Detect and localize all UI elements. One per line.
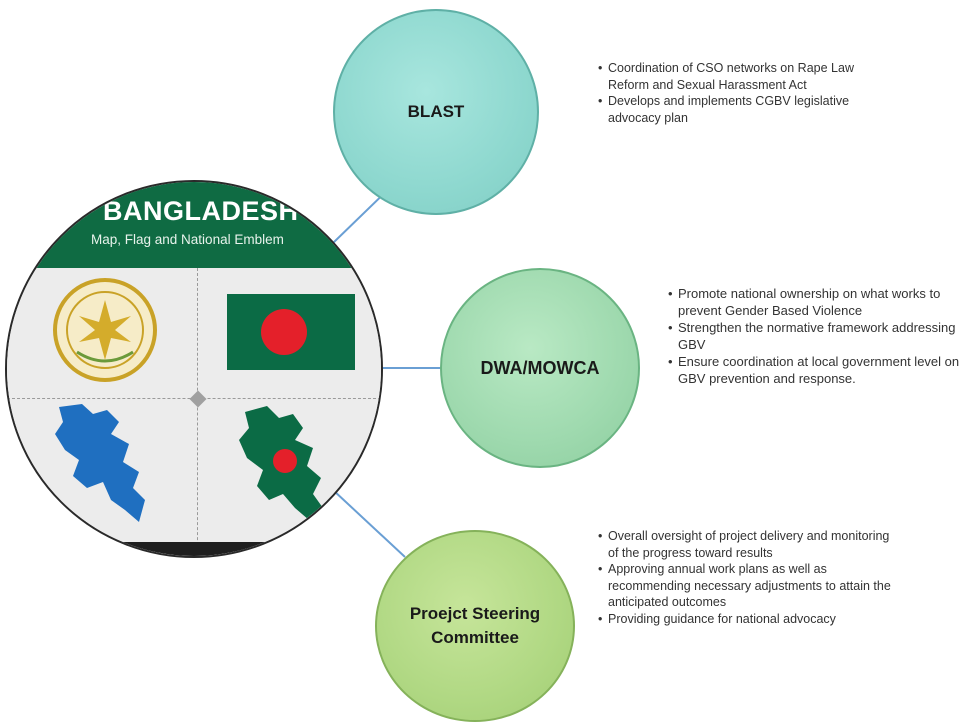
- bullet-item: Promote national ownership on what works…: [668, 285, 963, 319]
- image-subtitle: Map, Flag and National Emblem: [91, 232, 284, 247]
- blast-bullet-list: Coordination of CSO networks on Rape Law…: [598, 60, 868, 126]
- image-header: BANGLADESH Map, Flag and National Emblem: [7, 182, 381, 268]
- bullet-item: Coordination of CSO networks on Rape Law…: [598, 60, 868, 93]
- node-project-steering-committee: Proejct Steering Committee: [375, 530, 575, 722]
- node-blast: BLAST: [333, 9, 539, 215]
- bangladesh-image: BANGLADESH Map, Flag and National Emblem: [5, 180, 383, 558]
- bullet-item: Ensure coordination at local government …: [668, 353, 963, 387]
- image-artwork: [53, 278, 355, 522]
- bullet-item: Develops and implements CGBV legislative…: [598, 93, 868, 126]
- blue-map-icon: [55, 404, 145, 522]
- bullet-item: Strengthen the normative framework addre…: [668, 319, 963, 353]
- node-blast-label: BLAST: [407, 102, 465, 121]
- bullet-item: Providing guidance for national advocacy: [598, 611, 898, 628]
- grid-divider-vertical: [197, 268, 198, 556]
- node-dwa-mowca-label: DWA/MOWCA: [480, 357, 600, 378]
- bullet-item: Approving annual work plans as well as r…: [598, 561, 898, 611]
- bullet-item: Overall oversight of project delivery an…: [598, 528, 898, 561]
- green-map-with-red-dot-icon: [239, 406, 323, 520]
- node-psc-label: Proejct Steering Committee: [409, 604, 541, 647]
- psc-bullet-list: Overall oversight of project delivery an…: [598, 528, 898, 627]
- dwa-bullet-list: Promote national ownership on what works…: [668, 285, 963, 387]
- grid-center-marker: [189, 390, 207, 408]
- flag-icon: [227, 294, 355, 370]
- image-bottom-bar: [7, 542, 381, 556]
- image-title: BANGLADESH: [103, 196, 299, 226]
- national-emblem-icon: [53, 278, 157, 382]
- node-dwa-mowca: DWA/MOWCA: [440, 268, 640, 468]
